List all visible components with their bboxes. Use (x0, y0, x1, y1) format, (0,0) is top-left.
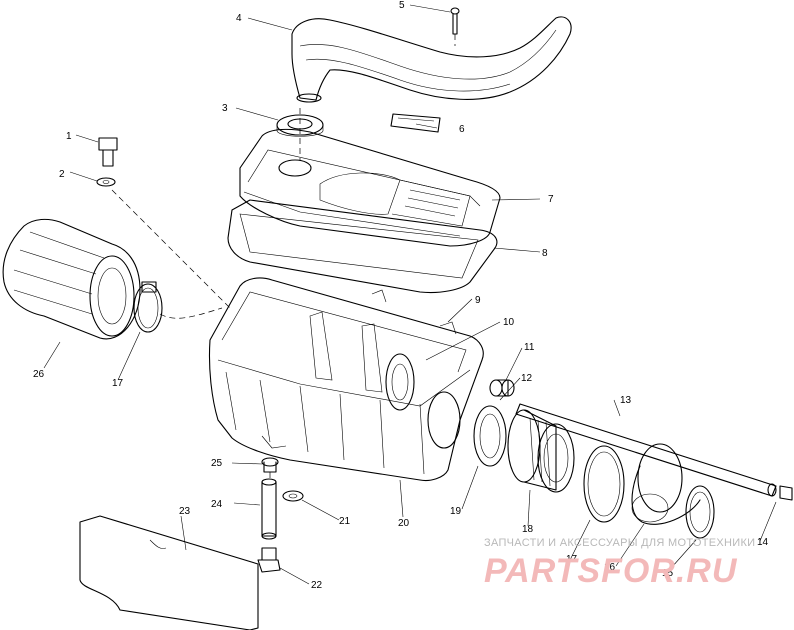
foam-pad-part (390, 113, 441, 133)
watermark-tagline: ЗАПЧАСТИ И АКСЕССУАРЫ ДЛЯ МОТОТЕХНИКИ (484, 537, 755, 549)
drain-washer-part (282, 490, 304, 502)
callout-17-filter: 17 (112, 378, 124, 389)
callout-26: 26 (33, 369, 45, 380)
drain-plug-part (257, 547, 281, 573)
callout-5: 5 (399, 0, 405, 11)
callout-7: 7 (548, 194, 554, 205)
intake-snorkel-part (291, 16, 572, 103)
callout-3: 3 (222, 103, 228, 114)
callout-22: 22 (311, 580, 323, 591)
callout-2: 2 (59, 169, 65, 180)
airbox-body-part (208, 277, 484, 482)
alignment-lines (111, 34, 456, 480)
boot-clamp-part (685, 485, 715, 539)
screw-part (450, 7, 460, 35)
support-rod-part (515, 403, 777, 497)
drain-screw-part (261, 457, 279, 473)
bushing-part (489, 379, 515, 397)
leader-lines (43, 4, 777, 585)
washer-part (96, 177, 116, 187)
callout-14: 14 (757, 537, 769, 548)
watermark-site: PARTSFOR.RU (484, 552, 738, 590)
lid-gasket-part (227, 199, 498, 294)
callout-24: 24 (211, 499, 223, 510)
duct-clamp-part (583, 445, 625, 523)
callout-labels: 1 2 3 4 5 6 7 8 9 10 11 12 13 14 15 16 1… (33, 0, 769, 591)
callout-12: 12 (521, 373, 533, 384)
callout-21: 21 (339, 516, 351, 527)
airbox-lid-part (239, 128, 501, 247)
callout-18: 18 (522, 524, 534, 535)
hose-clamp-part (133, 281, 163, 333)
callout-4: 4 (236, 13, 242, 24)
callout-16: 16 (604, 562, 616, 573)
callout-1: 1 (66, 131, 72, 142)
callout-9: 9 (475, 295, 481, 306)
drain-tube-part (261, 478, 277, 540)
callout-6: 6 (459, 124, 465, 135)
outlet-adapter-part (507, 409, 575, 493)
bolt-part (98, 137, 118, 167)
callout-17-duct: 17 (566, 554, 578, 565)
rod-fastener-part (779, 485, 793, 501)
callout-19: 19 (450, 506, 462, 517)
air-filter-part (2, 218, 141, 340)
callout-23: 23 (179, 506, 191, 517)
shield-plate-part (79, 515, 259, 630)
callout-15: 15 (662, 568, 674, 579)
callout-13: 13 (620, 395, 632, 406)
callout-11: 11 (524, 342, 535, 353)
callout-8: 8 (542, 248, 548, 259)
intake-boot-part (631, 443, 701, 525)
outlet-gasket-part (473, 405, 507, 467)
callout-20: 20 (398, 518, 410, 529)
watermark: ЗАПЧАСТИ И АКСЕССУАРЫ ДЛЯ МОТОТЕХНИКИ PA… (484, 537, 755, 590)
callout-10: 10 (503, 317, 515, 328)
callout-25: 25 (211, 458, 223, 469)
